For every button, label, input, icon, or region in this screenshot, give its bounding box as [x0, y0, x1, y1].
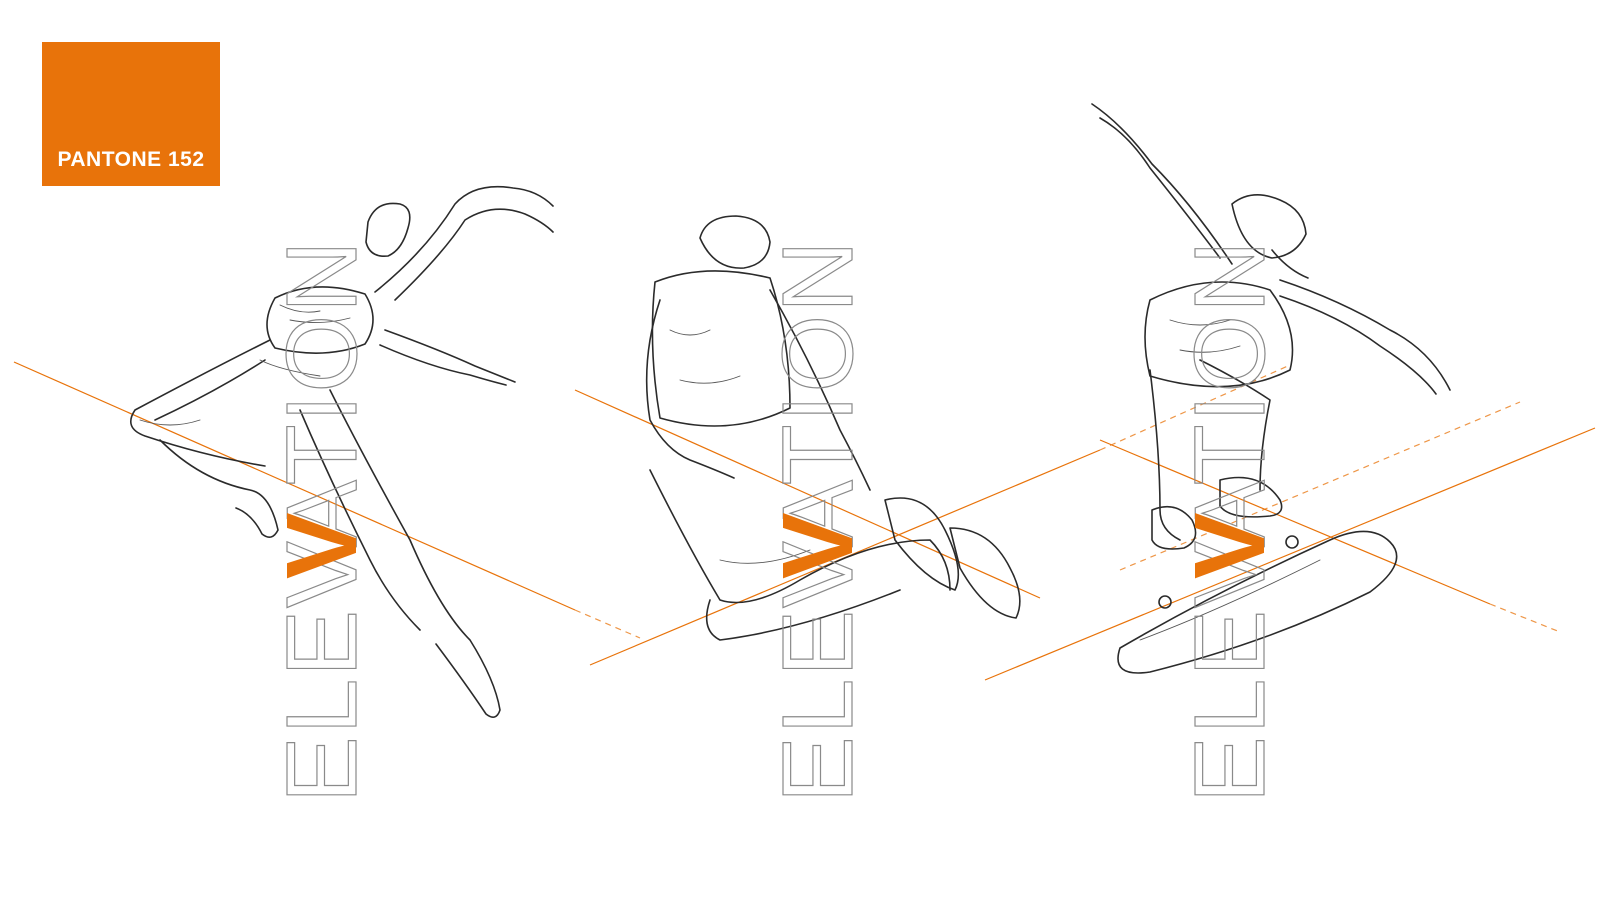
- elevation-word-2: ELEVATION V: [761, 103, 874, 823]
- elevation-word-3: ELEVATION V: [1173, 103, 1286, 823]
- pantone-swatch: PANTONE 152: [42, 42, 220, 186]
- guide-line-1: [13, 361, 576, 611]
- guide-line-4: [984, 427, 1596, 681]
- word-1-prefix: ELEVATION: [266, 239, 378, 803]
- word-3-accent-letter: V: [1174, 512, 1286, 579]
- guide-line-1-dash: [574, 609, 641, 639]
- elevation-word-1: ELEVATION V: [265, 103, 378, 823]
- pantone-label: PANTONE 152: [57, 148, 205, 171]
- word-3-prefix: ELEVATION: [1174, 239, 1286, 803]
- word-2-prefix: ELEVATION: [762, 239, 874, 803]
- guide-line-5: [1099, 439, 1491, 605]
- word-1-accent-letter: V: [266, 512, 378, 579]
- guide-line-3-dash: [1099, 364, 1291, 451]
- word-2-accent-letter: V: [762, 512, 874, 579]
- guide-line-5-dash: [1489, 603, 1561, 633]
